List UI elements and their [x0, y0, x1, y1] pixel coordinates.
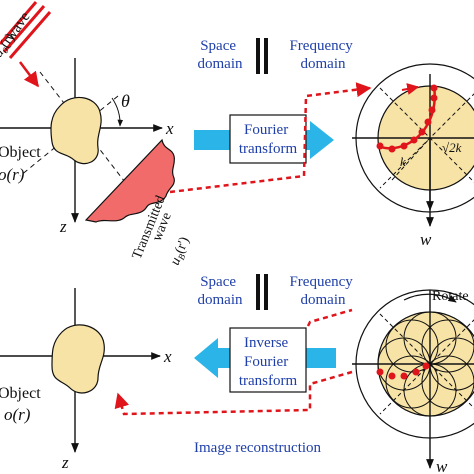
top-object-label: Object	[0, 144, 41, 161]
bottom-frequency-domain-label: Frequency domain	[289, 274, 356, 308]
bottom-object-label: Object	[0, 385, 41, 402]
bottom-dashed-diagonals	[379, 313, 474, 415]
fourier-transform-box	[229, 114, 307, 164]
bottom-x-axis-label: x	[163, 347, 172, 366]
bottom-red-dashed-link	[114, 370, 353, 416]
top-space-domain-label: Space domain	[198, 38, 243, 72]
top-frequency-domain-label: Frequency domain	[289, 38, 356, 72]
incident-direction-arrow	[19, 61, 39, 88]
top-transform: Space domain Frequency domain Fourier tr…	[169, 38, 372, 194]
top-frequency-panel: w k √2k	[352, 63, 474, 249]
top-w-axis-label: w	[420, 230, 432, 249]
angle-arc	[111, 97, 124, 127]
bottom-red-dashed-upper	[306, 308, 353, 327]
top-dashed-diagonals	[379, 87, 474, 189]
bottom-domain-separator-left	[256, 274, 260, 310]
top-space-panel: wave u0(r) x z θ Object o(r) Transmitted…	[0, 1, 194, 268]
top-z-axis-label: z	[59, 217, 67, 236]
angle-theta: θ	[121, 91, 130, 111]
rotate-label: Rotate	[432, 289, 469, 304]
bottom-w-axis-label: w	[436, 457, 448, 474]
bottom-object-function: o(r)	[4, 405, 31, 424]
top-sample-points	[376, 84, 438, 153]
bottom-transform: Space domain Frequency domain Inverse Fo…	[114, 274, 356, 456]
bottom-z-axis-label: z	[61, 453, 69, 472]
top-domain-separator-left	[256, 38, 260, 74]
top-rotation-arrow	[401, 83, 420, 95]
inverse-fourier-box	[229, 327, 307, 393]
incident-wave-fronts	[0, 1, 52, 59]
fourier-transform-label: Fourier transform	[239, 122, 298, 157]
bottom-space-domain-label: Space domain	[198, 274, 243, 308]
inverse-fourier-label: Inverse Fourier transform	[239, 335, 298, 389]
transmitted-wave-shape	[84, 138, 176, 223]
top-red-dashed-link	[169, 82, 372, 194]
top-k-label: k	[400, 154, 406, 169]
bottom-space-panel: x z Object o(r)	[0, 288, 172, 472]
top-sqrt2k-label: √2k	[442, 140, 462, 155]
transmitted-wave-function: uB(r')	[168, 235, 194, 268]
top-object-function: o(r)	[0, 165, 25, 184]
bottom-sample-points	[376, 362, 430, 380]
image-reconstruction-label: Image reconstruction	[194, 440, 322, 456]
bottom-object-shape	[51, 324, 105, 394]
bottom-domain-separator-right	[264, 274, 268, 310]
top-domain-separator-right	[264, 38, 268, 74]
top-x-axis-label: x	[165, 119, 174, 138]
bottom-rotate-arrow	[403, 293, 457, 303]
top-object-shape	[50, 96, 102, 165]
bottom-frequency-panel: w Rotate	[352, 289, 474, 474]
